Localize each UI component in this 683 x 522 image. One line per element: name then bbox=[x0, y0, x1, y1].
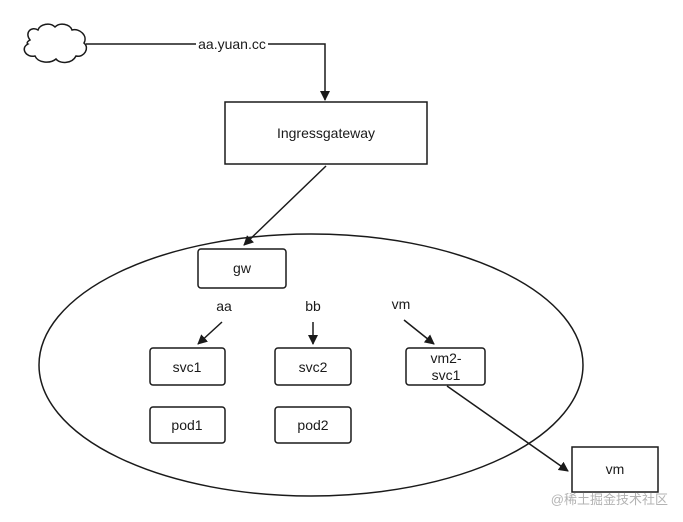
route-label-aa: aa bbox=[216, 298, 232, 314]
svc1-label: svc1 bbox=[173, 359, 202, 375]
external-vm-label: vm bbox=[606, 461, 625, 477]
svc1-box bbox=[149, 347, 226, 386]
pod1-label: pod1 bbox=[171, 417, 202, 433]
gw-label: gw bbox=[233, 260, 252, 276]
cluster-boundary bbox=[38, 233, 584, 497]
ingressgateway-label: Ingressgateway bbox=[277, 125, 375, 141]
external-vm-box bbox=[571, 446, 659, 493]
watermark: @稀土掘金技术社区 bbox=[551, 492, 668, 507]
edge-label: aa.yuan.cc bbox=[198, 36, 266, 52]
pod2-box bbox=[274, 406, 352, 444]
edge-aa-to-svc1 bbox=[197, 321, 223, 345]
route-label-bb: bb bbox=[305, 298, 321, 314]
edge-vm2svc1-to-vm bbox=[446, 385, 569, 472]
svc2-label: svc2 bbox=[299, 359, 328, 375]
edge-vm-to-vm2svc1 bbox=[403, 319, 435, 345]
edge-ingress-to-gw bbox=[243, 165, 327, 246]
pod2-label: pod2 bbox=[297, 417, 328, 433]
ingressgateway-box bbox=[224, 101, 428, 165]
gw-box bbox=[197, 248, 287, 289]
edge-cloud-to-ingress bbox=[86, 43, 330, 101]
route-label-vm: vm bbox=[392, 296, 411, 312]
vm2-svc1-box bbox=[405, 347, 486, 386]
edge-label-bg bbox=[196, 36, 268, 52]
vm2-svc1-label-line2: svc1 bbox=[432, 367, 461, 383]
svc2-box bbox=[274, 347, 352, 386]
vm2-svc1-label-line1: vm2- bbox=[430, 350, 461, 366]
pod1-box bbox=[149, 406, 226, 444]
cloud-icon bbox=[23, 23, 88, 64]
